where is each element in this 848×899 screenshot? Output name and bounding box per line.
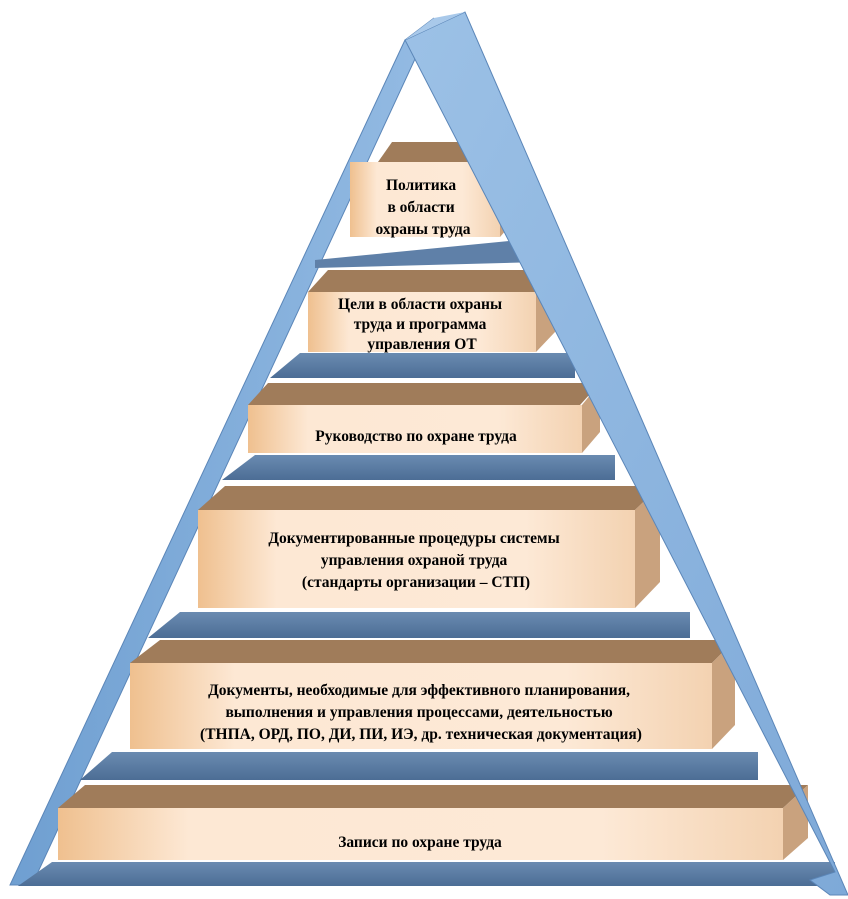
level-4-front	[198, 510, 635, 608]
level-2-line-2: труда и программа	[354, 316, 487, 333]
level-6-top	[58, 785, 808, 808]
level-5-top	[130, 640, 735, 663]
pyramid-apex	[405, 12, 465, 40]
level-4-line-1: Документированные процедуры системы	[268, 530, 559, 547]
shelves	[18, 238, 835, 886]
level-blocks	[58, 142, 808, 860]
level-2-front	[308, 292, 536, 352]
level-1-line-1: Политика	[386, 177, 456, 194]
level-3-line-1: Руководство по охране труда	[315, 428, 517, 445]
level-4-line-2: управления охраной труда	[321, 552, 508, 569]
level-3-front	[248, 405, 582, 453]
shelf-4	[148, 612, 690, 638]
level-5-block	[130, 640, 735, 749]
level-5-label: Документы, необходимые для эффективного …	[200, 682, 642, 743]
level-5-line-1: Документы, необходимые для эффективного …	[208, 682, 630, 699]
level-2-label: Цели в области охраны труда и программа …	[338, 296, 506, 353]
level-4-top	[198, 486, 660, 510]
shelf-5	[80, 752, 758, 780]
level-4-label: Документированные процедуры системы упра…	[268, 530, 563, 591]
level-labels: Политика в области охраны труда Цели в о…	[200, 177, 642, 851]
level-6-block	[58, 785, 808, 860]
level-6-front	[58, 808, 783, 860]
level-2-line-3: управления ОТ	[367, 336, 477, 353]
level-1-line-2: в области	[387, 199, 454, 216]
shelf-3	[222, 455, 615, 480]
level-6-line-1: Записи по охране труда	[338, 834, 502, 851]
level-2-line-1: Цели в области охраны	[338, 296, 502, 313]
shelf-1-base	[315, 238, 540, 268]
level-4-line-3: (стандарты организации – СТП)	[302, 574, 530, 591]
level-3-top	[248, 383, 600, 405]
level-5-line-3: (ТНПА, ОРД, ПО, ДИ, ПИ, ИЭ, др. техничес…	[200, 726, 642, 743]
shelf-6	[18, 862, 835, 886]
level-4-block	[198, 486, 660, 608]
level-5-front	[130, 663, 712, 749]
level-3-block	[248, 383, 600, 453]
level-1-line-3: охраны труда	[376, 221, 471, 238]
level-3-label: Руководство по охране труда	[315, 428, 517, 445]
level-1-label: Политика в области охраны труда	[376, 177, 471, 238]
level-2-top	[308, 270, 555, 292]
level-5-line-2: выполнения и управления процессами, деят…	[225, 704, 612, 721]
level-6-label: Записи по охране труда	[338, 834, 502, 851]
shelf-2	[270, 353, 575, 378]
